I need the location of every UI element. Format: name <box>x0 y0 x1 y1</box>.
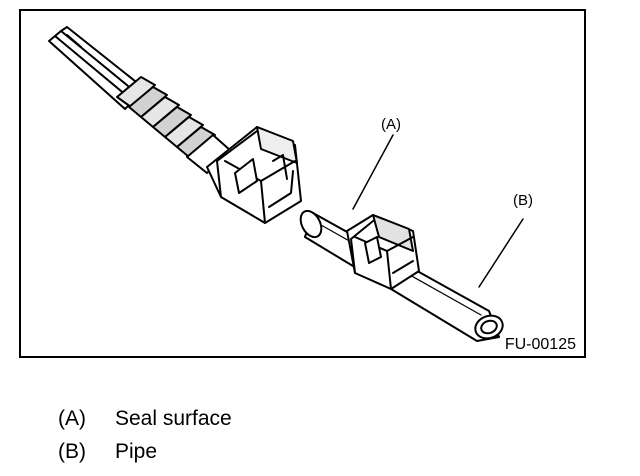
legend-item-a: (A) Seal surface <box>58 402 232 435</box>
figure-code: FU-00125 <box>502 336 578 353</box>
figure-frame: (A) (B) FU-00125 <box>19 9 586 358</box>
legend-text: Pipe <box>115 439 158 463</box>
leader-line-a <box>352 134 394 210</box>
leader-lines <box>352 134 524 288</box>
legend-key: (A) <box>58 406 86 430</box>
pipe <box>299 209 504 342</box>
connector-illustration <box>48 26 524 342</box>
callout-label-a: (A) <box>381 116 401 133</box>
legend-text: Seal surface <box>115 406 232 430</box>
callout-label-b: (B) <box>513 192 533 209</box>
leader-line-b <box>478 218 524 288</box>
legend-item-b: (B) Pipe <box>58 435 232 468</box>
quick-connector <box>48 26 302 224</box>
legend-key: (B) <box>58 439 86 463</box>
legend: (A) Seal surface (B) Pipe <box>58 402 232 468</box>
